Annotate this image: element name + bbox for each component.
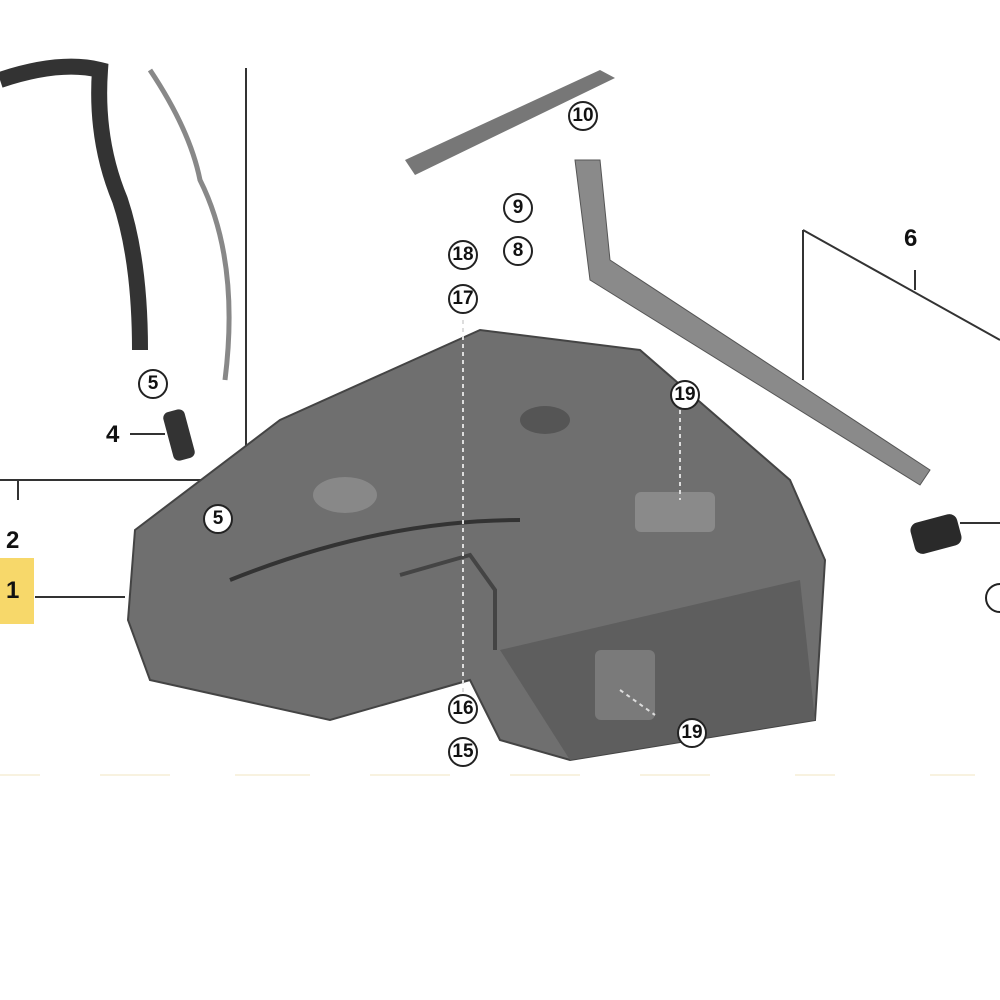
callout-16[interactable]: 16 xyxy=(448,694,478,724)
callout-9[interactable]: 9 xyxy=(503,193,533,223)
label-6[interactable]: 6 xyxy=(904,225,918,252)
tank-filler-neck xyxy=(520,406,570,434)
hose-connector xyxy=(163,409,195,461)
tank-strap xyxy=(574,159,931,486)
dashed-leaders xyxy=(462,320,681,716)
callout-5-upper[interactable]: 5 xyxy=(138,369,168,399)
callout-10[interactable]: 10 xyxy=(568,101,598,131)
tank-line xyxy=(229,518,521,582)
callout-8[interactable]: 8 xyxy=(503,236,533,266)
callout-15[interactable]: 15 xyxy=(448,737,478,767)
callout-19-upper[interactable]: 19 xyxy=(670,380,700,410)
rubber-mount xyxy=(910,514,962,554)
tank-bracket xyxy=(399,552,497,650)
tank-side-plate xyxy=(595,650,655,720)
label-2[interactable]: 2 xyxy=(6,527,20,554)
callout-18[interactable]: 18 xyxy=(448,240,478,270)
callout-17[interactable]: 17 xyxy=(448,284,478,314)
vent-line xyxy=(147,68,232,381)
label-4[interactable]: 4 xyxy=(106,421,120,448)
label-1-highlighted[interactable]: 1 xyxy=(0,558,34,624)
tank-lower-section xyxy=(500,580,815,760)
tank-cover-plate xyxy=(635,492,715,532)
callout-19-lower[interactable]: 19 xyxy=(677,718,707,748)
callout-5-lower[interactable]: 5 xyxy=(203,504,233,534)
tank-port xyxy=(313,477,377,513)
fuel-hose xyxy=(0,58,148,351)
mounting-bracket xyxy=(405,70,615,175)
